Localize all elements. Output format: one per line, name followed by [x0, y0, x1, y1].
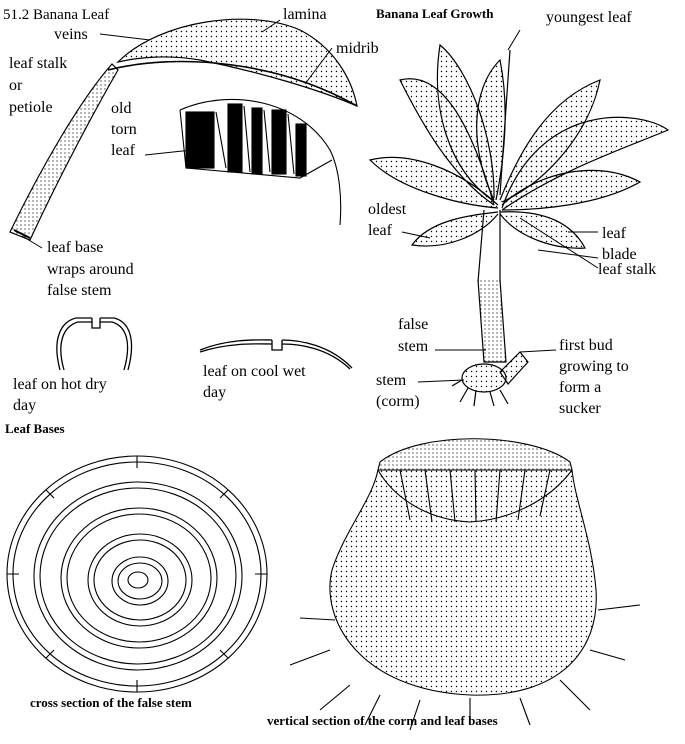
label-stem: stem: [376, 372, 407, 389]
cross-section-drawing: [6, 455, 268, 693]
label-leaf-stalk: leaf stalk: [9, 55, 68, 72]
vertical-section-drawing: [289, 438, 641, 731]
old-torn-leaf-drawing: [179, 99, 342, 226]
label-form-a: form a: [559, 379, 602, 396]
label-petiole: petiole: [9, 99, 53, 116]
label-lamina: lamina: [283, 6, 327, 23]
label-old: old: [111, 100, 132, 117]
vertical-section-caption: vertical section of the corm and leaf ba…: [267, 713, 498, 728]
label-growing-to: growing to: [559, 358, 629, 375]
banana-leaf-drawing: [9, 18, 358, 241]
cross-section-caption: cross section of the false stem: [30, 695, 192, 710]
leaf-midrib: [107, 60, 358, 107]
leaf-petiole: [9, 63, 119, 241]
label-or: or: [9, 77, 23, 94]
label-old-leaf: leaf: [111, 142, 135, 159]
label-midrib: midrib: [336, 40, 379, 57]
leaf-section-cool-wet: [199, 339, 353, 370]
label-first-bud: first bud: [559, 337, 613, 354]
label-false-stem-2: stem: [398, 338, 429, 355]
leaf-section-hot-dry: [56, 317, 133, 371]
label-torn: torn: [111, 121, 137, 138]
label-hot-dry-day: day: [13, 397, 37, 414]
banana-plant-drawing: [368, 43, 670, 407]
label-leaf-stalk-2: leaf stalk: [598, 261, 657, 278]
label-cool-wet-day: day: [203, 384, 227, 401]
label-youngest-leaf: youngest leaf: [546, 9, 632, 26]
label-oldest: oldest: [368, 201, 407, 218]
label-blade: blade: [602, 246, 637, 263]
label-oldest-leaf: leaf: [368, 222, 392, 239]
label-sucker: sucker: [559, 400, 601, 417]
label-cool-wet: leaf on cool wet: [203, 363, 306, 380]
pointer-lines: [21, 19, 599, 383]
leaf-lamina: [116, 18, 358, 108]
label-veins: veins: [54, 26, 88, 43]
label-corm: (corm): [376, 393, 420, 410]
label-false: false: [398, 316, 429, 333]
label-leaf-base: leaf base: [47, 239, 104, 256]
growth-title: Banana Leaf Growth: [376, 6, 494, 21]
label-false-stem-1: false stem: [47, 282, 112, 299]
figure-title: 51.2 Banana Leaf: [3, 7, 110, 23]
label-wraps-around: wraps around: [47, 261, 134, 278]
label-hot-dry: leaf on hot dry: [13, 376, 107, 393]
leaf-bases-title: Leaf Bases: [5, 421, 65, 436]
label-leaf-1: leaf: [602, 225, 626, 242]
